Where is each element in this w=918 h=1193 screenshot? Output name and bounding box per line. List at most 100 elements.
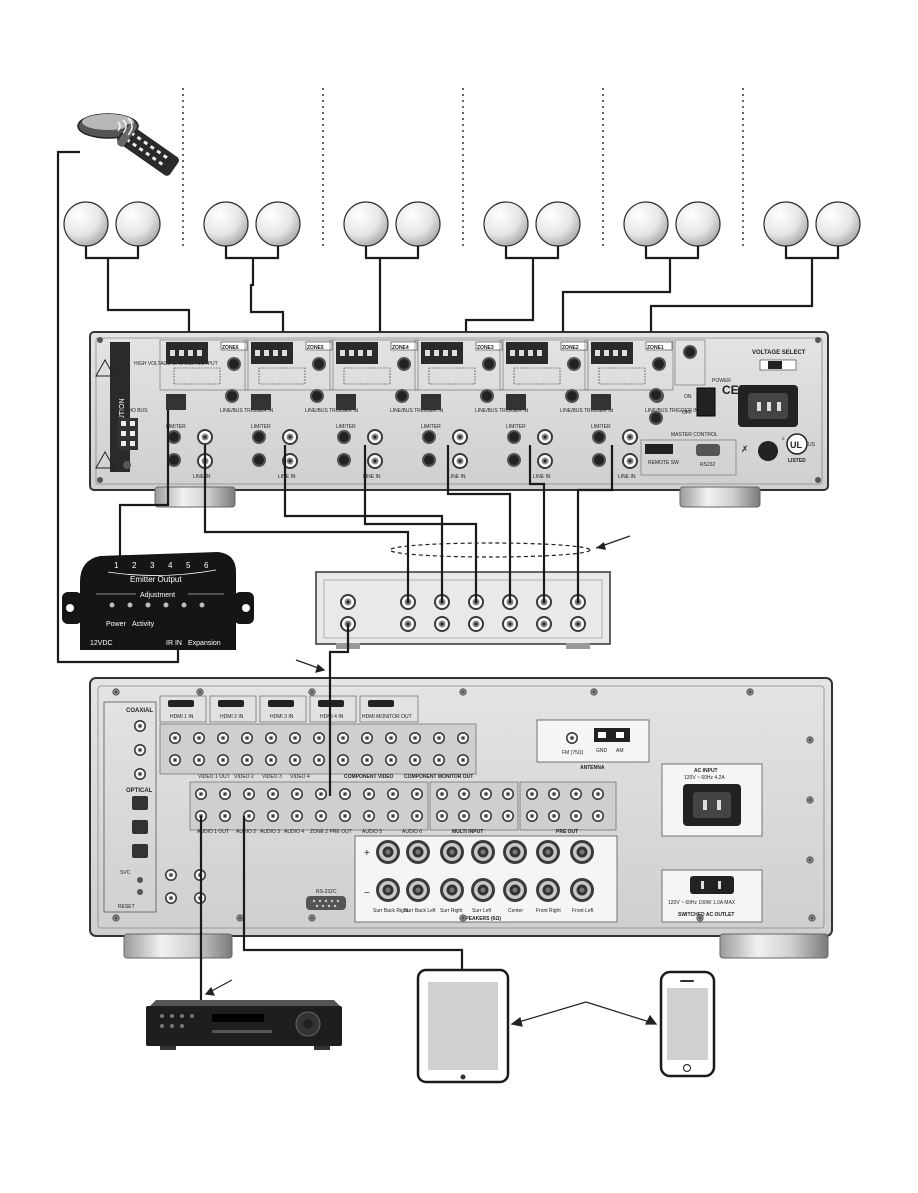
ul-us-mark: US xyxy=(808,442,816,448)
ac-input-label: AC INPUT xyxy=(694,768,718,774)
antenna-label: ANTENNA xyxy=(580,765,605,771)
power-off-label: OFF xyxy=(682,410,692,416)
reset-label: RESET xyxy=(118,904,135,910)
switched-outlet: 120V ~ 60Hz 100W 1.0A MAX SWITCHED AC OU… xyxy=(661,869,763,923)
emitter-port-label: 3 xyxy=(150,561,155,570)
speaker-label: Front Left xyxy=(572,908,594,914)
audio-label: AUDIO 4 xyxy=(284,829,304,835)
audio-label: ZONE 2 PRE OUT xyxy=(310,829,352,835)
callout-arrows xyxy=(204,659,326,996)
av-receiver: COAXIAL OPTICAL SVC RESET HDMI 1 IN HDMI… xyxy=(89,677,833,937)
remote-sw-label: REMOTE SW xyxy=(648,460,679,466)
component-video-label: COMPONENT VIDEO xyxy=(344,774,394,780)
video-connectors: COMPONENT VIDEO COMPONENT MONITOR OUT VI… xyxy=(159,723,477,780)
remote-control-icon xyxy=(117,123,179,176)
switched-outlet-label: SWITCHED AC OUTLET xyxy=(678,912,734,918)
outlet-spec: 120V ~ 60Hz 100W 1.0A MAX xyxy=(668,900,736,906)
line-in-label: LINE IN xyxy=(618,474,636,480)
line-in-label: LINE IN xyxy=(533,474,551,480)
speaker-wires xyxy=(84,246,840,338)
rs232-port xyxy=(696,444,720,456)
rca-cables xyxy=(203,445,614,602)
line-in-label: LINE IN xyxy=(278,474,296,480)
video-label: VIDEO 3 xyxy=(262,774,282,780)
zone-dividers xyxy=(182,88,744,248)
speaker-label: Surr Left xyxy=(472,908,492,914)
power-on-label: ON xyxy=(684,394,692,400)
coaxial-label: COAXIAL xyxy=(126,708,153,714)
receiver-cables xyxy=(199,624,464,1008)
pre-out-label: PRE OUT xyxy=(556,829,578,835)
rs232c-label: RS-232C xyxy=(316,889,337,895)
hdmi-label: HDMI 1 IN xyxy=(170,714,194,720)
optical-label: OPTICAL xyxy=(126,788,153,794)
amp-feet xyxy=(154,486,761,508)
ir-signal-icon xyxy=(117,117,133,136)
audio-connectors: AUDIO 1 OUT AUDIO 2 AUDIO 3 AUDIO 4 ZONE… xyxy=(189,781,617,835)
limiter-label: LIMITER xyxy=(506,424,526,430)
ul-mark: UL xyxy=(790,440,802,450)
voltage-select-label: VOLTAGE SELECT xyxy=(752,350,806,356)
rs232c-port xyxy=(306,896,346,910)
wireless-control-arrows xyxy=(510,1001,658,1027)
limiter-label: LIMITER xyxy=(421,424,441,430)
trigger-label: LINE/BUS TRIGGER IN xyxy=(645,408,699,414)
hdmi-label: HDMI 4 IN xyxy=(320,714,344,720)
fm-label: FM (75Ω) xyxy=(562,750,584,756)
smartphone-icon xyxy=(659,970,716,1078)
ir-emitter-hub: 1 2 3 4 5 6 Emitter Output Adjustment Po… xyxy=(62,552,254,650)
hdmi-label: HDMI MONITOR OUT xyxy=(362,714,412,720)
line-in-label: LINE IN xyxy=(193,474,211,480)
activity-led-label: Activity xyxy=(132,621,155,628)
speakers-label: SPEAKERS (6Ω) xyxy=(462,916,501,922)
cable-bundle-callout xyxy=(389,535,631,558)
ul-c-mark: c xyxy=(782,436,785,442)
speaker-label: Surr Back Right xyxy=(373,908,409,914)
speaker-terminals: + − Surr Back Right Surr Back Left Surr … xyxy=(354,835,618,923)
component-monitor-label: COMPONENT MONITOR OUT xyxy=(404,774,473,780)
multizone-amplifier: CAUTION HIGH VOLTAGE SPEAKER OUTPUT AUDI… xyxy=(89,331,829,491)
amp-power-section: MASTER CONTROL POWER ON OFF VOLTAGE SELE… xyxy=(97,337,821,483)
zone-module: ZONE3 LINE/BUS TRIGGER IN LIMITER LINE I… xyxy=(414,339,529,480)
hdmi-label: HDMI 2 IN xyxy=(220,714,244,720)
hdmi-label: HDMI 3 IN xyxy=(270,714,294,720)
caution-label: CAUTION xyxy=(119,399,126,431)
hdmi-ports: HDMI 1 IN HDMI 2 IN HDMI 3 IN HDMI 4 IN … xyxy=(159,695,419,723)
limiter-label: LIMITER xyxy=(336,424,356,430)
emitter-port-label: 4 xyxy=(168,561,173,570)
emitter-port-label: 2 xyxy=(132,561,137,570)
power-switch[interactable] xyxy=(696,387,716,417)
receiver-feet xyxy=(123,933,829,959)
audio-label: AUDIO 3 xyxy=(260,829,280,835)
zone-label: ZONE3 xyxy=(477,345,494,351)
expansion-label: Expansion xyxy=(188,640,221,647)
emitter-output-label: Emitter Output xyxy=(130,575,182,584)
limiter-label: LIMITER xyxy=(251,424,271,430)
audio-label: AUDIO 1 OUT xyxy=(197,829,229,835)
adjustment-label: Adjustment xyxy=(140,592,175,599)
gnd-label: GND xyxy=(596,748,608,754)
svc-label: SVC xyxy=(120,870,131,876)
zone-module: ZONE1 LINE/BUS TRIGGER IN LIMITER LINE I… xyxy=(584,339,699,480)
trigger-label: LINE/BUS TRIGGER IN xyxy=(475,408,529,414)
plus-label: + xyxy=(364,848,370,859)
audio-bus-label: AUDIO BUS xyxy=(120,408,148,414)
zone-label: ZONE4 xyxy=(392,345,409,351)
speaker-label: Surr Back Left xyxy=(404,908,436,914)
video-label: VIDEO 2 xyxy=(234,774,254,780)
ir-in-label: IR IN xyxy=(166,640,182,647)
zone-label: ZONE5 xyxy=(307,345,324,351)
listed-label: LISTED xyxy=(788,458,806,464)
am-label: AM xyxy=(616,748,624,754)
trigger-label: LINE/BUS TRIGGER IN xyxy=(390,408,444,414)
trigger-label: LINE/BUS TRIGGER IN xyxy=(560,408,614,414)
video-label: VIDEO 1 OUT xyxy=(198,774,230,780)
trigger-label: LINE/BUS TRIGGER IN xyxy=(220,408,274,414)
line-in-label: LINE IN xyxy=(363,474,381,480)
audio-label: AUDIO 6 xyxy=(402,829,422,835)
audio-label: AUDIO 2 xyxy=(236,829,256,835)
audio-label: AUDIO 5 xyxy=(362,829,382,835)
power-in-label: 12VDC xyxy=(90,640,113,647)
svg-text:✗: ✗ xyxy=(741,444,749,454)
